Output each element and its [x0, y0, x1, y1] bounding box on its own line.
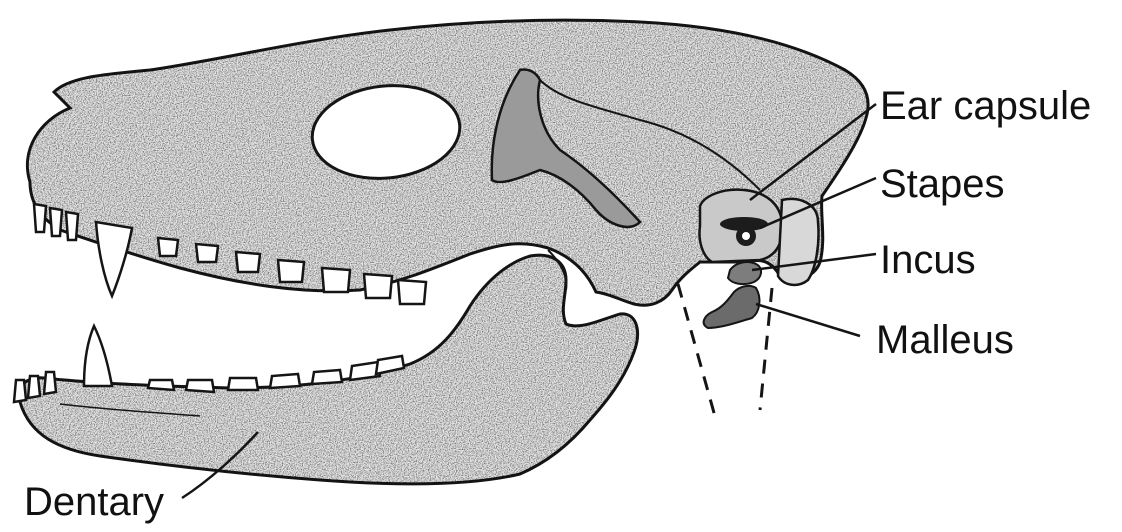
- lower-incisor: [28, 376, 40, 398]
- stapes-label: Stapes: [880, 162, 1005, 206]
- upper-tooth: [398, 280, 426, 304]
- upper-tooth: [158, 238, 178, 256]
- lower-tooth: [312, 370, 342, 384]
- malleus-bone: [704, 286, 760, 328]
- upper-tooth: [236, 252, 260, 272]
- lower-tooth: [148, 380, 174, 390]
- upper-tooth: [196, 244, 218, 262]
- upper-tooth: [364, 274, 392, 298]
- malleus-leader: [756, 304, 860, 336]
- upper-tooth: [322, 268, 350, 292]
- lower-tooth: [228, 378, 258, 390]
- dashed-line-left: [678, 284, 716, 420]
- lower-incisor: [44, 372, 56, 394]
- upper-incisor: [34, 204, 46, 232]
- dentary-label: Dentary: [24, 480, 164, 524]
- lower-incisor: [14, 380, 26, 402]
- malleus-label: Malleus: [876, 318, 1014, 362]
- ear-capsule-label: Ear capsule: [880, 84, 1091, 128]
- lower-canine: [84, 326, 112, 386]
- upper-incisor: [66, 212, 78, 240]
- upper-tooth: [278, 260, 304, 282]
- lower-tooth: [270, 374, 300, 388]
- upper-incisor: [50, 208, 62, 236]
- incus-bone: [728, 262, 761, 284]
- upper-canine: [96, 222, 132, 296]
- incus-label: Incus: [880, 238, 976, 282]
- lower-tooth: [186, 380, 214, 392]
